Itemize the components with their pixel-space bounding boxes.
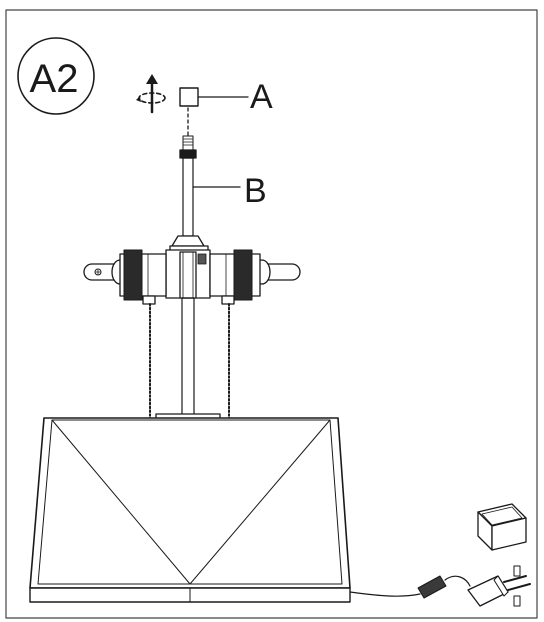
- finial-part-icon: [179, 87, 199, 107]
- power-cord-end: [444, 575, 471, 587]
- lower-stem: [181, 297, 195, 419]
- callout-label-a: A: [250, 78, 273, 116]
- power-plug-icon: [467, 565, 531, 607]
- callout-label-b: B: [244, 172, 267, 210]
- socket-cluster: [83, 235, 301, 305]
- step-badge: A2: [17, 37, 95, 115]
- cord-strain-relief: [417, 575, 447, 599]
- plug-cover-icon: [477, 503, 527, 551]
- page-frame: [5, 9, 538, 619]
- lamp-shade: [29, 417, 351, 589]
- threaded-rod: [179, 135, 197, 159]
- rotate-lift-icon: [136, 74, 166, 114]
- step-badge-label: A2: [30, 57, 79, 101]
- upper-stem: [182, 157, 194, 237]
- power-cord: [349, 591, 421, 597]
- lamp-base: [29, 587, 351, 603]
